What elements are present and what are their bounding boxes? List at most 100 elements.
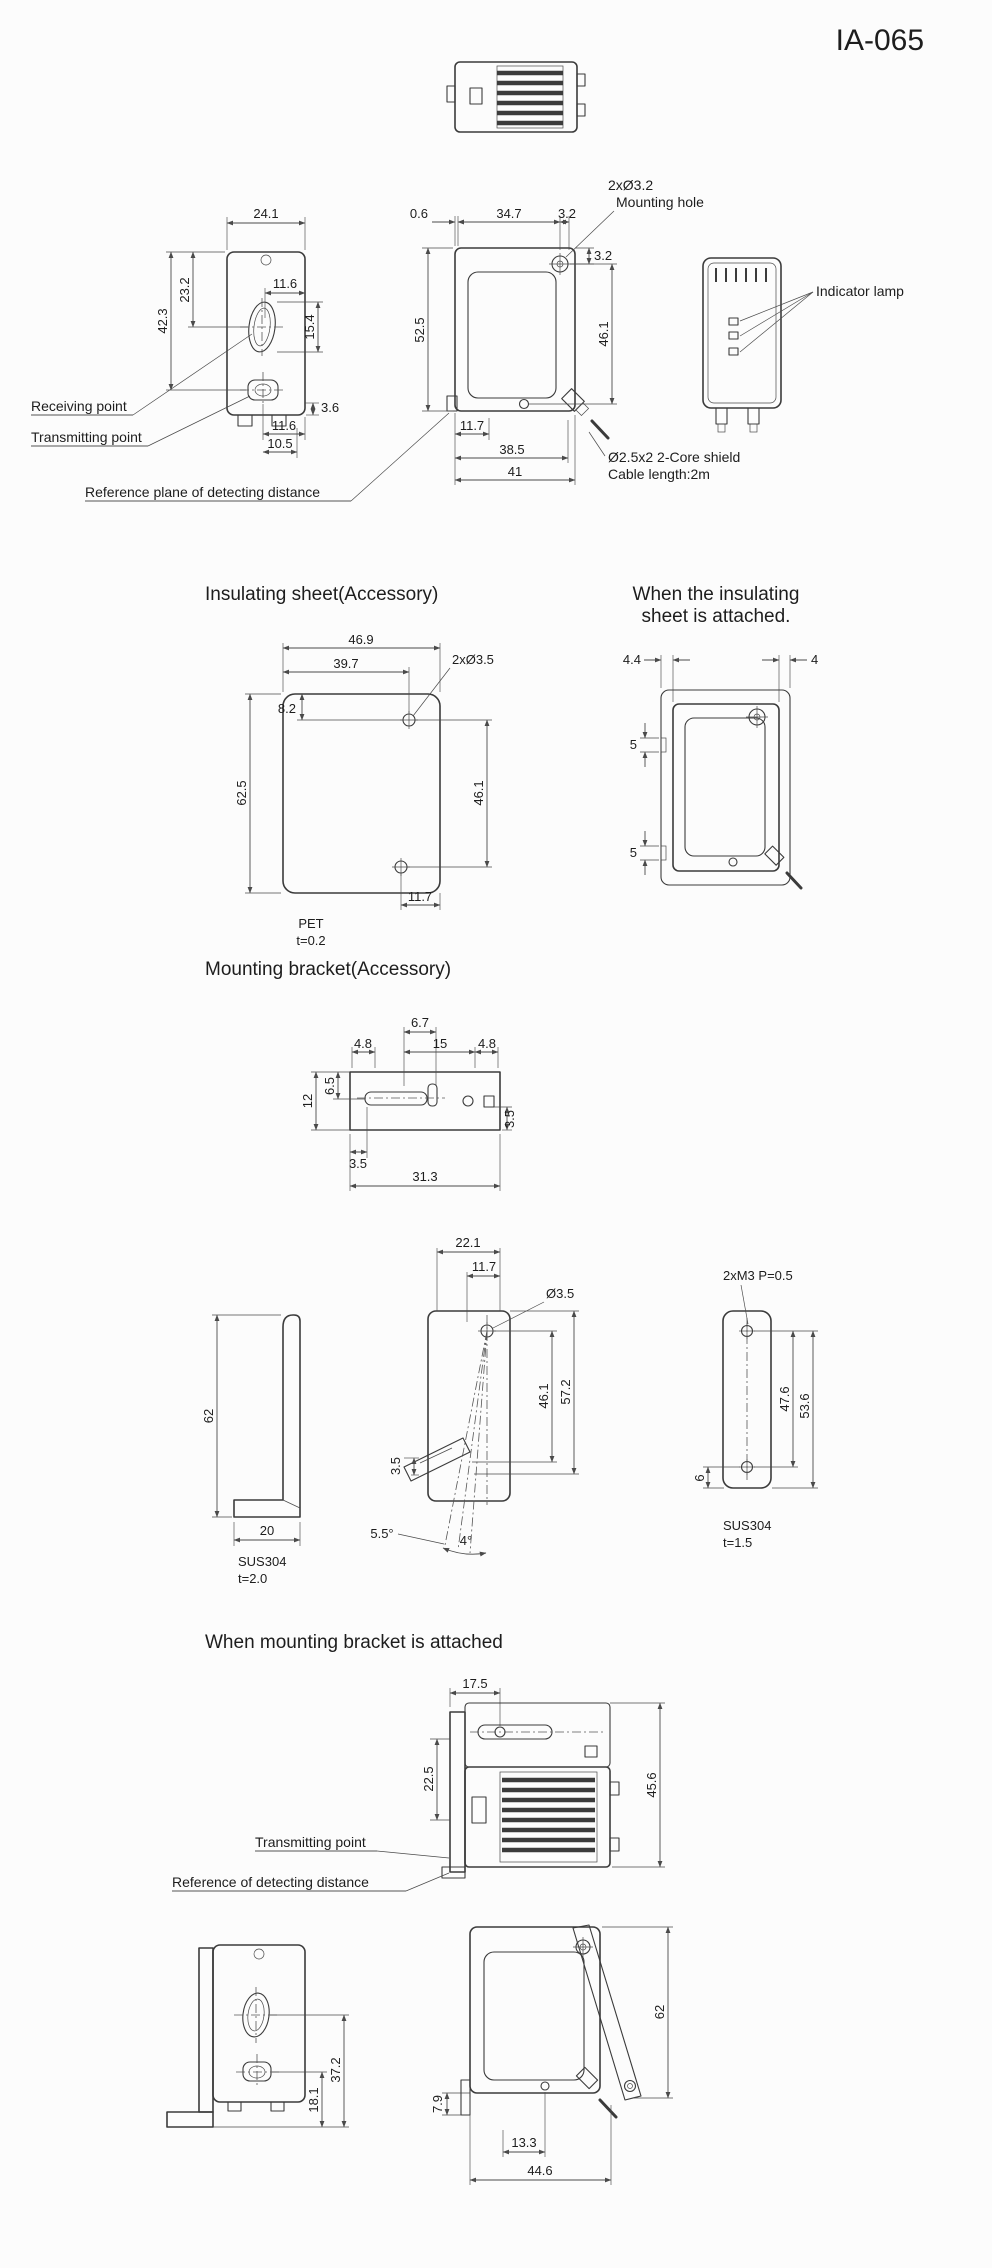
sheet-material: PET <box>298 916 323 931</box>
sheet-attached-title-1: When the insulating <box>633 584 800 605</box>
indicator-lamp-label: Indicator lamp <box>816 283 904 299</box>
cable-length-label: Cable length:2m <box>608 466 710 482</box>
bracket-swing-view: 22.1 11.7 Ø3.5 46.1 57.2 3.5 5.5° 4° <box>370 1235 579 1557</box>
sheet-attached-title-2: sheet is attached. <box>642 606 791 627</box>
dim-body-width: 38.5 <box>499 442 524 457</box>
bracket-plate-view: 2xM3 P=0.5 47.6 53.6 6 SUS304 t=1.5 <box>692 1268 818 1550</box>
dim-sheet-hole-x: 39.7 <box>333 656 358 671</box>
sensor-rear-view: Indicator lamp <box>702 257 904 433</box>
attached-transmitting-point-label: Transmitting point <box>255 1834 366 1850</box>
bracket-top-view: Mounting bracket(Accessory) 6.7 4.8 15 4… <box>205 959 517 1191</box>
dim-attached-foot-gap: 7.9 <box>430 2095 445 2113</box>
bracket-foot <box>166 2111 214 2128</box>
sensor-front-view: 24.1 23.2 42.3 11.6 15.4 11.6 3.6 10.5 R… <box>31 206 450 502</box>
cable <box>590 419 610 440</box>
attached-side-view: 62 7.9 13.3 44.6 <box>430 1924 673 2185</box>
dim-swing-angle-inner: 4° <box>460 1533 472 1548</box>
indicator-lamp-3 <box>728 347 739 356</box>
dim-front-width: 24.1 <box>253 206 278 221</box>
dim-bracket-edge-left: 3.5 <box>349 1156 367 1171</box>
bracket-upright <box>449 1711 466 1873</box>
dim-plate-hole-span: 47.6 <box>777 1386 792 1411</box>
bracket-side-thickness: t=2.0 <box>238 1571 267 1586</box>
dim-plate-hole-bottom: 6 <box>692 1474 707 1481</box>
dim-emitter-to-edge: 11.6 <box>272 418 296 433</box>
dim-attached-side-height: 62 <box>652 2005 667 2019</box>
dim-bracket-edge-right: 3.5 <box>502 1110 517 1128</box>
dim-bracket-foot: 20 <box>260 1523 274 1538</box>
dim-sheet-hole-top: 8.2 <box>278 701 296 716</box>
dim-notch-top: 5 <box>630 737 637 752</box>
adjust-screw <box>540 2081 550 2091</box>
dim-attached-upper-height: 22.5 <box>421 1766 436 1791</box>
plate-holes-label: 2xM3 P=0.5 <box>723 1268 793 1283</box>
dim-hole-from-top: 3.2 <box>594 248 612 263</box>
dim-lens-height: 15.4 <box>302 314 317 339</box>
dim-overhang-right: 4 <box>811 652 818 667</box>
plate-material: SUS304 <box>723 1518 771 1533</box>
dim-sheet-width: 46.9 <box>348 632 373 647</box>
receiver-lens <box>242 1992 270 2038</box>
dim-attached-emitter-height: 18.1 <box>306 2087 321 2112</box>
dim-swing-width: 22.1 <box>455 1235 480 1250</box>
dim-top-width: 34.7 <box>496 206 521 221</box>
indicator-lamp-2 <box>728 331 739 340</box>
top-notch <box>260 254 272 266</box>
bracket-side-material: SUS304 <box>238 1554 286 1569</box>
dim-tab-width: 10.5 <box>267 436 292 451</box>
dim-side-height: 52.5 <box>412 317 427 342</box>
dim-top-to-lens: 23.2 <box>177 277 192 302</box>
dim-attached-lens-height: 37.2 <box>328 2057 343 2082</box>
dim-tab-height: 3.6 <box>321 400 339 415</box>
dim-top-to-emitter: 42.3 <box>155 308 170 333</box>
dim-bracket-slot: 6.7 <box>411 1015 429 1030</box>
reference-plane-label: Reference plane of detecting distance <box>85 484 320 500</box>
sheet-holes-label: 2xØ3.5 <box>452 652 494 667</box>
attached-reference-label: Reference of detecting distance <box>172 1874 369 1890</box>
dim-swing-foot-offset: 3.5 <box>388 1457 403 1475</box>
dim-bracket-right: 4.8 <box>478 1036 496 1051</box>
attached-section-title: When mounting bracket is attached <box>205 1632 503 1653</box>
dim-bracket-side-height: 62 <box>201 1409 216 1423</box>
cable <box>785 871 803 890</box>
model-number: IA-065 <box>836 24 924 57</box>
dim-bracket-width: 31.3 <box>412 1169 437 1184</box>
swing-hole-label: Ø3.5 <box>546 1286 574 1301</box>
dim-hole-to-screw: 46.1 <box>596 321 611 346</box>
sheet-thickness: t=0.2 <box>296 933 325 948</box>
cable-gland <box>561 388 590 417</box>
dim-swing-hole-to-foot: 46.1 <box>536 1383 551 1408</box>
dim-bracket-left: 4.8 <box>354 1036 372 1051</box>
bracket-diagonal <box>572 1924 642 2101</box>
dim-swing-hole-offset: 11.7 <box>472 1259 496 1274</box>
dim-sheet-height: 62.5 <box>234 780 249 805</box>
dim-swing-angle-outer: 5.5° <box>370 1526 393 1541</box>
bracket-foot-angled <box>403 1437 471 1482</box>
dim-plate-height: 53.6 <box>797 1393 812 1418</box>
mounting-hole-label: Mounting hole <box>616 194 704 210</box>
transmitting-point-label: Transmitting point <box>31 429 142 445</box>
sensor-side-view: 0.6 34.7 3.2 3.2 52.5 46.1 11.7 38.5 41 … <box>410 177 740 485</box>
bracket-section-title: Mounting bracket(Accessory) <box>205 959 451 980</box>
bracket-bolt <box>623 2079 637 2093</box>
bracket-upright <box>198 1947 214 2113</box>
receiving-point-label: Receiving point <box>31 398 127 414</box>
dim-attached-top-width: 17.5 <box>462 1676 487 1691</box>
dim-overhang-left: 4.4 <box>623 652 641 667</box>
plate-thickness: t=1.5 <box>723 1535 752 1550</box>
sensor-top-view <box>446 61 586 133</box>
bracket-side-view: 62 20 SUS304 t=2.0 <box>201 1314 301 1586</box>
dim-sheet-hole-span: 46.1 <box>471 780 486 805</box>
adjust-screw <box>518 398 530 410</box>
dim-sheet-hole-right: 11.7 <box>408 889 432 904</box>
dim-total-width: 41 <box>508 464 522 479</box>
attached-top-view: When mounting bracket is attached 17.5 2… <box>172 1632 665 1892</box>
sheet-section-title: Insulating sheet(Accessory) <box>205 584 438 605</box>
dim-bracket-depth: 12 <box>300 1094 315 1108</box>
cable-gland <box>575 2066 599 2090</box>
dim-screw-offset: 11.7 <box>460 418 484 433</box>
cable-spec-label: Ø2.5x2 2-Core shield <box>608 449 740 465</box>
dim-edge-step: 0.6 <box>410 206 428 221</box>
dim-bracket-center: 15 <box>433 1036 447 1051</box>
